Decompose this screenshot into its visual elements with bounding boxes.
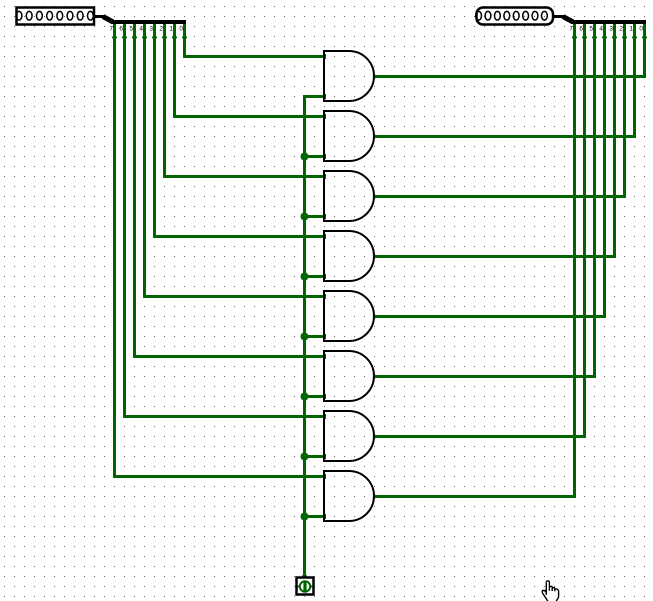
svg-text:7: 7 [569, 26, 573, 33]
svg-text:3: 3 [149, 26, 153, 33]
svg-text:2: 2 [619, 26, 623, 33]
svg-text:0: 0 [639, 26, 643, 33]
svg-text:3: 3 [609, 26, 613, 33]
svg-text:0: 0 [179, 26, 183, 33]
svg-text:2: 2 [159, 26, 163, 33]
svg-text:1: 1 [629, 26, 633, 33]
svg-text:7: 7 [109, 26, 113, 33]
svg-text:4: 4 [139, 26, 143, 33]
svg-text:5: 5 [129, 26, 133, 33]
svg-text:6: 6 [579, 26, 583, 33]
svg-text:1: 1 [169, 26, 173, 33]
svg-text:4: 4 [599, 26, 603, 33]
svg-text:5: 5 [589, 26, 593, 33]
svg-text:6: 6 [119, 26, 123, 33]
